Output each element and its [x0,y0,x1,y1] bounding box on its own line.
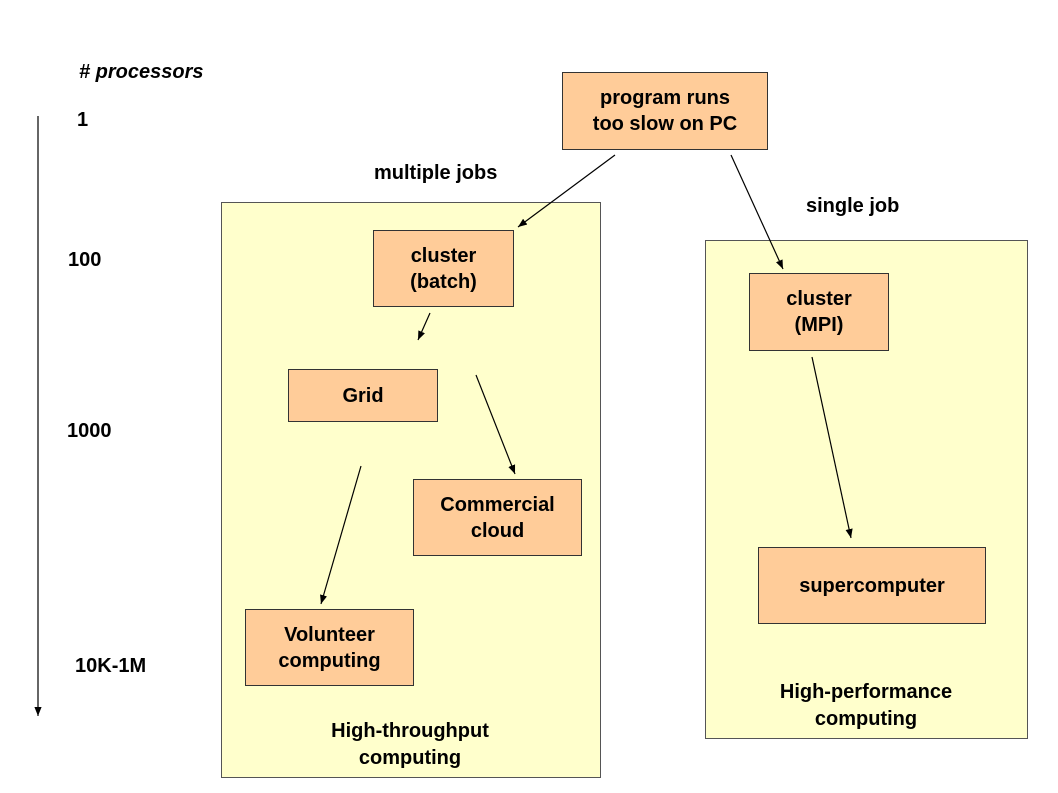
arrow-cluster-batch-to-grid [417,312,431,341]
program-node: program runs too slow on PC [562,72,768,150]
cluster-mpi-node: cluster (MPI) [749,273,889,351]
arrow-grid-to-volunteer [320,465,362,605]
arrow-cluster-mpi-to-supercomputer [811,356,853,539]
axis-tick-10k-1m: 10K-1M [75,655,147,677]
supercomputer-node: supercomputer [758,547,986,624]
single-job-label: single job [806,195,900,217]
arrow-program-to-cluster-mpi [730,154,784,270]
axis-title: # processors [79,61,204,83]
grid-node: Grid [288,369,438,422]
multiple-jobs-label: multiple jobs [374,162,498,184]
commercial-cloud-node: Commercial cloud [413,479,582,556]
axis-tick-100: 100 [68,249,102,271]
axis-tick-1000: 1000 [67,420,112,442]
high-throughput-label: High-throughput computing [331,720,489,769]
arrow-grid-to-commercial-cloud [475,374,516,475]
axis-tick-1: 1 [77,109,89,131]
volunteer-computing-node: Volunteer computing [245,609,414,686]
cluster-batch-node: cluster (batch) [373,230,514,307]
arrow-program-to-cluster-batch [517,154,616,228]
high-performance-label: High-performance computing [779,681,953,730]
